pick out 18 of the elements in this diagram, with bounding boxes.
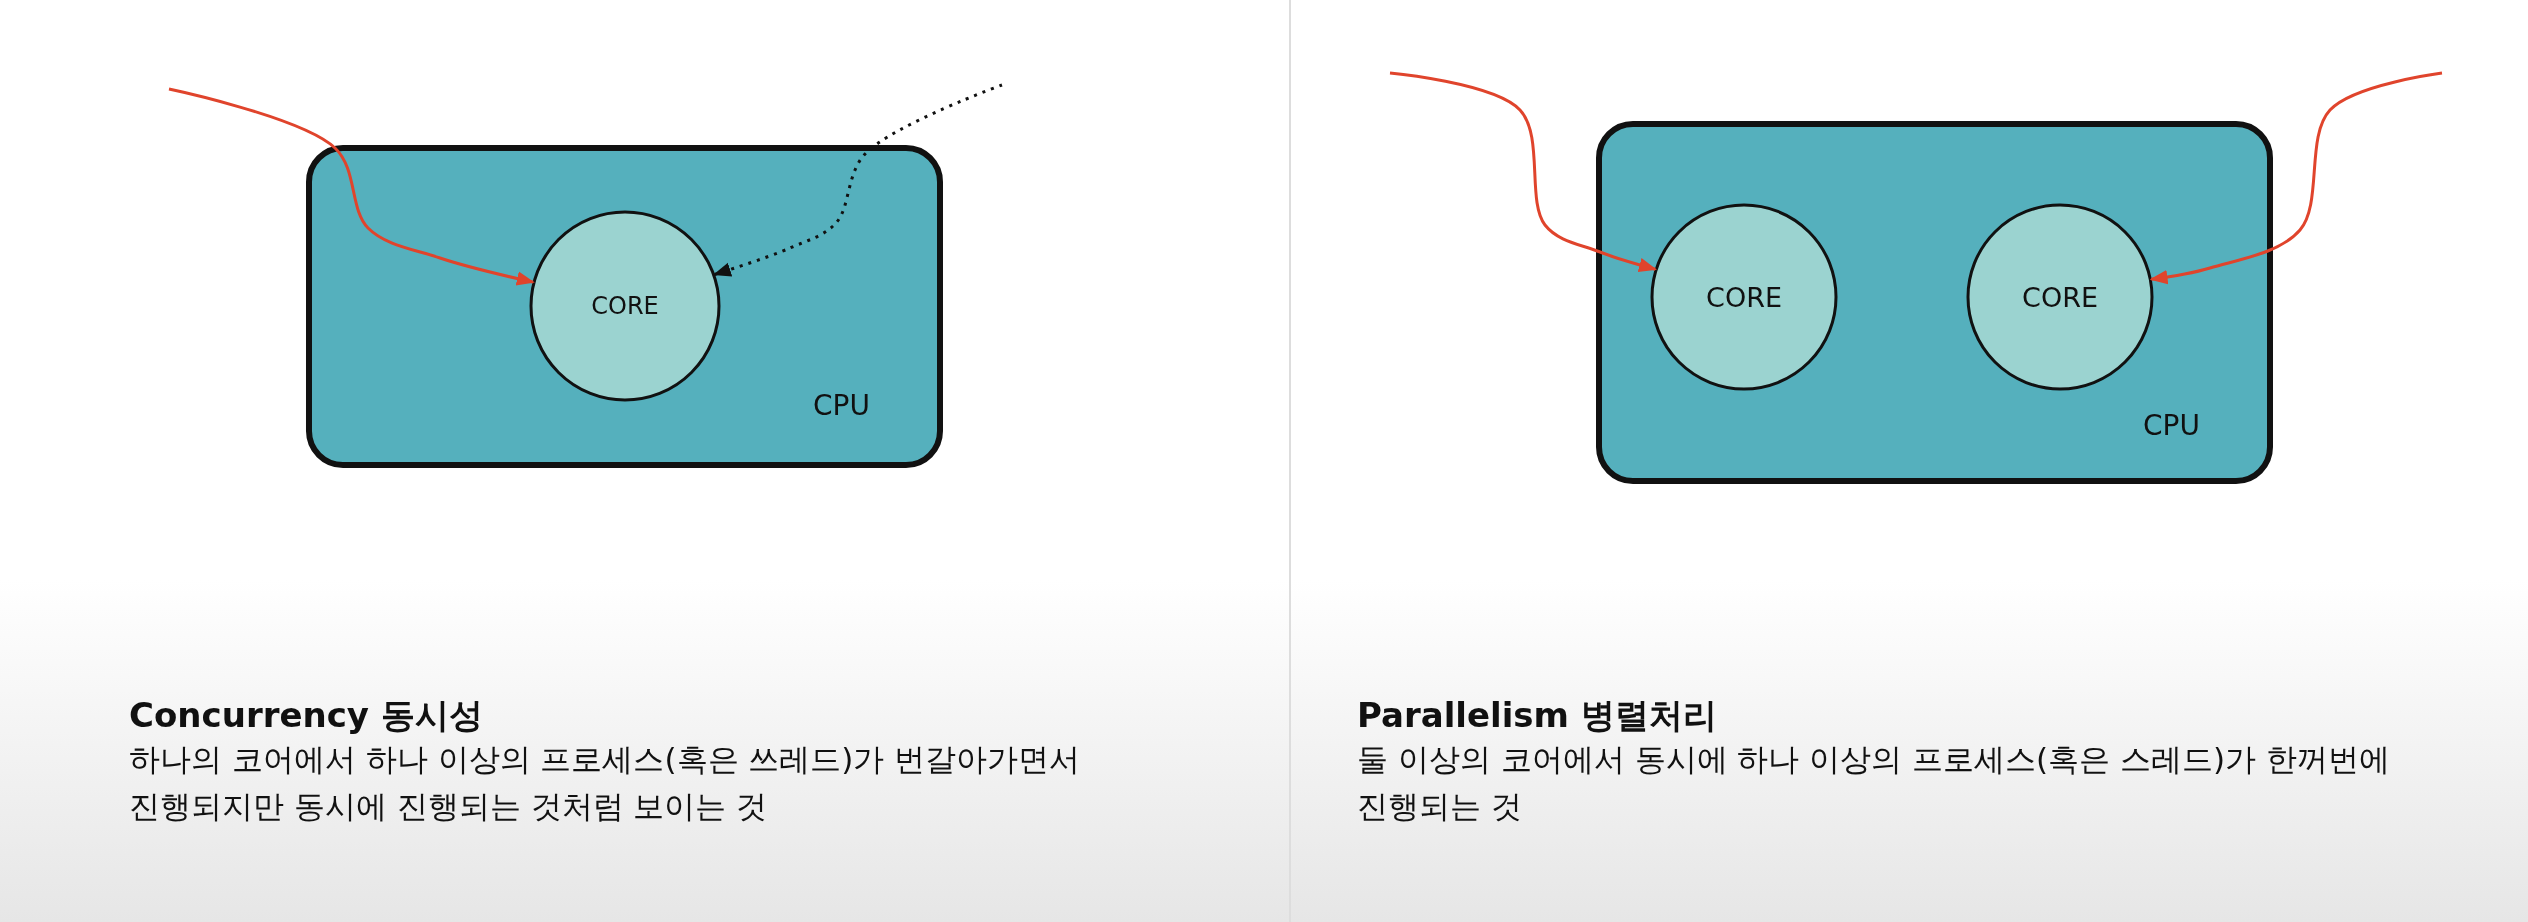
arrow (1389, 71, 1657, 272)
core-label: CORE (1705, 281, 1783, 313)
core-label: CORE (590, 292, 660, 320)
heading-text: Parallelism 병렬처리 (1357, 694, 1718, 737)
core-circle (1966, 203, 2154, 391)
description-text: 하나의 코어에서 하나 이상의 프로세스(혹은 쓰레드)가 번갈아가면서 진행되지만 동시에 진행되는 것처럼 보이는 것 (129, 740, 1082, 826)
core-label: CORE (2021, 281, 2099, 313)
core-circle (529, 210, 721, 402)
core-circle (1650, 203, 1838, 391)
cpu-label: CPU (2143, 409, 2200, 442)
cpu-label: CPU (813, 389, 870, 422)
arrow (168, 87, 535, 286)
heading-text: Concurrency 동시성 (129, 694, 484, 737)
description-text: 둘 이상의 코어에서 동시에 하나 이상의 프로세스(혹은 스레드)가 한꺼번에 진행되는 것 (1357, 740, 2392, 826)
cpu-box (306, 145, 943, 468)
arrow (2149, 71, 2443, 285)
cpu-box (1596, 121, 2273, 484)
arrow (712, 83, 1003, 277)
